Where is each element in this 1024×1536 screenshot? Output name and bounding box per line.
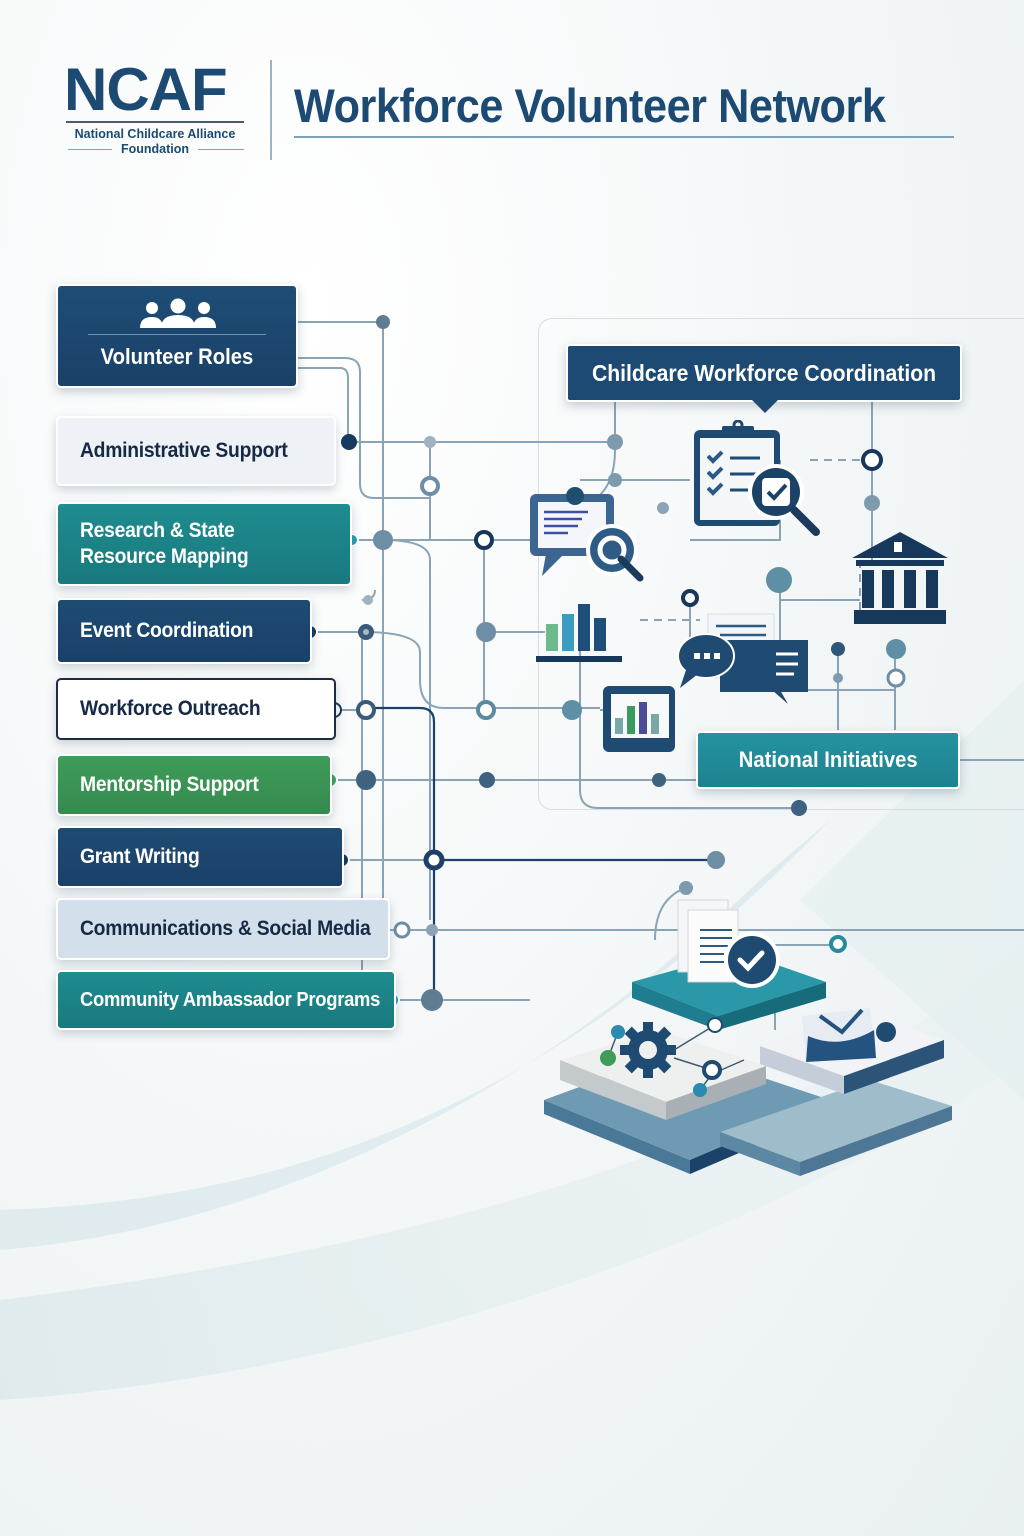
coordination-panel-frame: [538, 318, 1024, 810]
coordination-hub-label: Childcare Workforce Coordination: [591, 359, 937, 386]
government-building-icon: [852, 532, 948, 624]
role-card-event-coordination[interactable]: Event Coordination: [56, 598, 312, 664]
role-label: Grant Writing: [80, 844, 200, 868]
role-card-grant-writing[interactable]: Grant Writing: [56, 826, 344, 888]
title-underline: [294, 136, 954, 138]
national-initiatives-banner[interactable]: National Initiatives: [696, 731, 960, 789]
role-card-mentorship-support[interactable]: Mentorship Support: [56, 754, 332, 816]
logo-line-left: [68, 149, 112, 150]
role-label: Workforce Outreach: [80, 696, 261, 720]
role-card-community-ambassador[interactable]: Community Ambassador Programs: [56, 970, 396, 1030]
page-title: Workforce Volunteer Network: [294, 79, 886, 132]
national-initiatives-label: National Initiatives: [738, 747, 918, 772]
role-label: Event Coordination: [80, 618, 254, 642]
clipboard-checklist-icon: [694, 420, 820, 536]
role-label-line2: Resource Mapping: [80, 545, 249, 568]
logo-acronym: NCAF: [64, 56, 228, 123]
role-label: Communications & Social Media: [80, 916, 371, 940]
bar-chart-icon: [536, 604, 622, 662]
monitor-chart-icon: [603, 686, 675, 752]
role-card-administrative-support[interactable]: Administrative Support: [56, 416, 336, 486]
header-divider: [270, 60, 272, 160]
people-group-icon: [140, 298, 216, 328]
logo-divider: [66, 121, 244, 123]
role-card-research-mapping[interactable]: Research & State Resource Mapping: [56, 502, 352, 586]
volunteer-roles-title: Volunteer Roles: [100, 344, 254, 369]
volunteer-roles-header[interactable]: Volunteer Roles: [56, 284, 298, 388]
role-label: Mentorship Support: [80, 772, 259, 796]
logo-org-name-line1: National Childcare Alliance: [74, 127, 236, 141]
logo-org-name-line2: Foundation: [120, 142, 190, 156]
role-card-workforce-outreach[interactable]: Workforce Outreach: [56, 678, 336, 740]
role-label-line1: Research & State: [80, 518, 235, 542]
role-card-communications-social-media[interactable]: Communications & Social Media: [56, 898, 390, 960]
header-rule: [88, 334, 266, 335]
logo-line-right: [198, 149, 244, 150]
chat-search-icon: [530, 487, 644, 582]
coordination-hub-banner[interactable]: Childcare Workforce Coordination: [566, 344, 962, 402]
role-label: Community Ambassador Programs: [80, 988, 381, 1011]
role-label: Administrative Support: [80, 438, 288, 462]
chat-bubbles-icon: [677, 613, 808, 704]
platform-stack-illustration: [544, 899, 952, 1176]
banner-pointer: [752, 400, 778, 413]
